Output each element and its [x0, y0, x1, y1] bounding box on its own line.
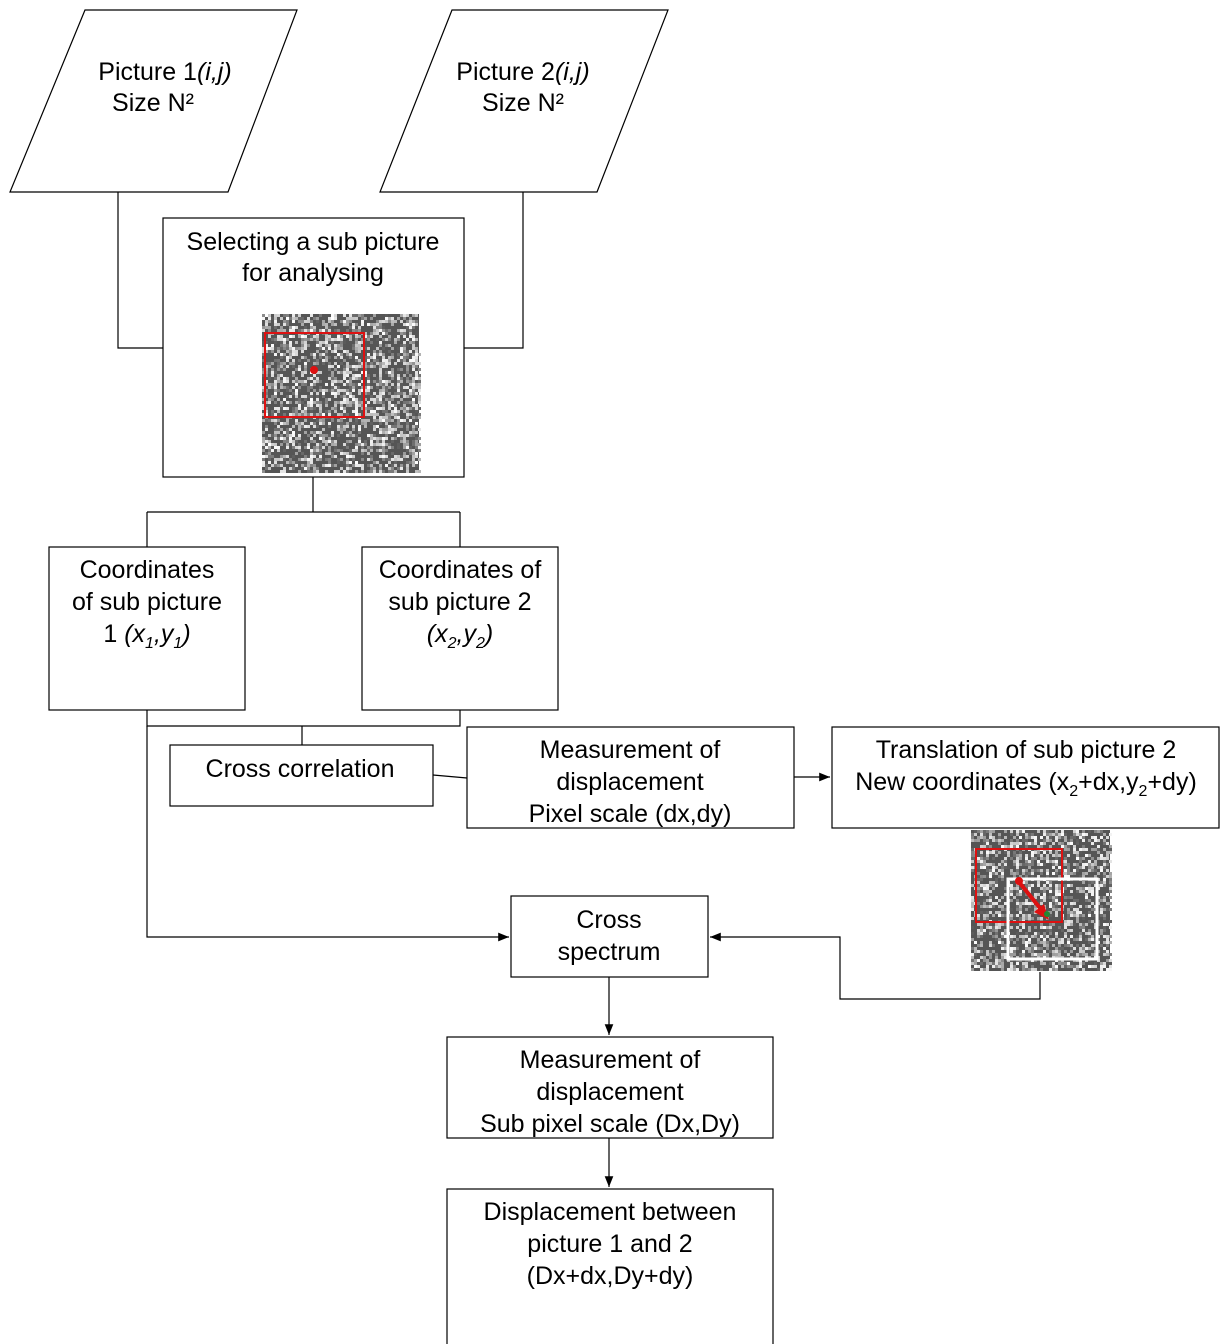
measurement-subpixel-line3: Sub pixel scale (Dx,Dy)	[480, 1110, 740, 1138]
measurement-pixel-step: Measurement of displacement Pixel scale …	[466, 726, 795, 829]
result-line3: (Dx+dx,Dy+dy)	[527, 1262, 694, 1290]
coords-subpicture-2-step: Coordinates of sub picture 2 (x2,y2)	[361, 546, 559, 711]
cross-spectrum-step: Cross spectrum	[510, 895, 709, 978]
connector-picture1-to-select	[117, 192, 163, 349]
measurement-pixel-line2: displacement	[556, 768, 703, 796]
original-window-red	[975, 848, 1063, 923]
coords-subpicture-2-line3: (x2,y2)	[427, 620, 493, 652]
result-line2: picture 1 and 2	[527, 1230, 692, 1258]
coords-subpicture-1-line1: Coordinates	[80, 556, 215, 584]
subpicture-center-marker	[310, 366, 318, 374]
coords-subpicture-1-box	[48, 546, 246, 711]
input-picture-1-size: Size N²	[112, 89, 194, 117]
result-line1: Displacement between	[484, 1198, 737, 1226]
input-picture-1-title: Picture 1(i,j)	[98, 58, 231, 86]
input-picture-2: Picture 2(i,j) Size N²	[379, 9, 669, 193]
cross-spectrum-line2: spectrum	[558, 938, 661, 966]
measurement-pixel-box	[466, 726, 795, 829]
coords-subpicture-1-line3: 1 (x1,y1)	[103, 620, 190, 652]
arrow-thumbnail-to-spectrum	[710, 932, 1041, 1000]
translation-line2: New coordinates (x2+dx,y2+dy)	[855, 768, 1197, 800]
measurement-subpixel-box	[446, 1036, 774, 1139]
input-picture-1-shape	[9, 9, 298, 193]
translated-window-white	[1006, 877, 1099, 961]
translation-line1: Translation of sub picture 2	[876, 736, 1177, 764]
start-point-marker	[1015, 877, 1023, 885]
coords-subpicture-2-line1: Coordinates of	[379, 556, 542, 584]
connector-correlation-to-measure	[432, 774, 468, 779]
select-subpicture-line2: for analysing	[242, 259, 384, 287]
result-box	[446, 1188, 774, 1344]
translation-step: Translation of sub picture 2 New coordin…	[831, 726, 1220, 829]
connector-coords-join	[146, 710, 461, 727]
connector-picture2-to-select	[464, 192, 524, 349]
speckle-image-select	[262, 314, 421, 473]
speckle-texture-select	[262, 314, 421, 473]
subpicture-window-red	[264, 332, 365, 418]
result-step: Displacement between picture 1 and 2 (Dx…	[446, 1188, 774, 1344]
input-picture-2-shape	[379, 9, 669, 193]
measurement-subpixel-line2: displacement	[536, 1078, 683, 1106]
end-point-marker	[1044, 911, 1050, 917]
cross-spectrum-line1: Cross	[576, 906, 641, 934]
input-picture-1: Picture 1(i,j) Size N²	[9, 9, 298, 193]
coords-subpicture-1-line2: of sub picture	[72, 588, 222, 616]
select-subpicture-line1: Selecting a sub picture	[187, 228, 440, 256]
measurement-pixel-line1: Measurement of	[540, 736, 721, 764]
input-picture-2-title: Picture 2(i,j)	[456, 58, 589, 86]
connectors	[117, 192, 1041, 1187]
arrow-coords1-to-spectrum	[146, 726, 509, 942]
select-subpicture-step: Selecting a sub picture for analysing	[162, 217, 465, 478]
cross-correlation-label: Cross correlation	[206, 755, 395, 783]
input-picture-2-size: Size N²	[482, 89, 564, 117]
cross-correlation-box	[169, 744, 434, 807]
measurement-subpixel-line1: Measurement of	[520, 1046, 701, 1074]
measurement-subpixel-step: Measurement of displacement Sub pixel sc…	[446, 1036, 774, 1139]
coords-subpicture-2-line2: sub picture 2	[388, 588, 531, 616]
cross-correlation-step: Cross correlation	[169, 744, 434, 807]
speckle-image-translation	[971, 830, 1112, 971]
coords-subpicture-2-box	[361, 546, 559, 711]
translation-box	[831, 726, 1220, 829]
coords-subpicture-1-step: Coordinates of sub picture 1 (x1,y1)	[48, 546, 246, 711]
cross-spectrum-box	[510, 895, 709, 978]
measurement-pixel-line3: Pixel scale (dx,dy)	[529, 800, 732, 828]
